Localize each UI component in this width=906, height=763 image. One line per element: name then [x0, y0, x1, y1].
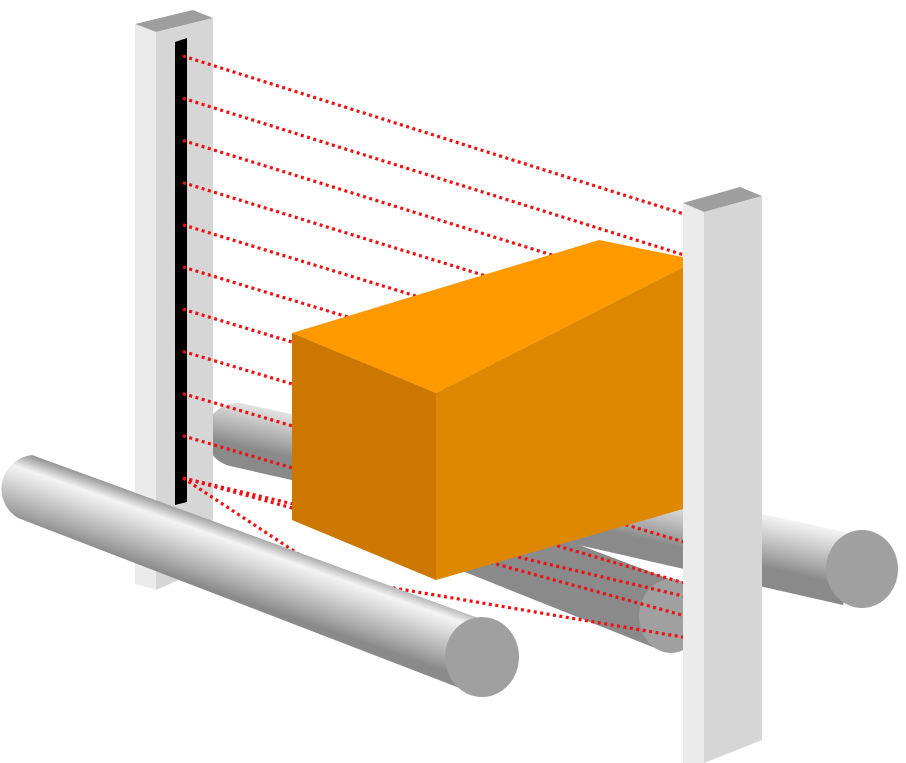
- post-face: [135, 24, 156, 590]
- light-beam: [182, 476, 701, 642]
- light-beam: [182, 54, 685, 216]
- box-top: [292, 240, 697, 393]
- box-front: [292, 333, 436, 580]
- box-side: [436, 260, 697, 580]
- light-curtain-receiver-icon: [683, 187, 762, 763]
- roller-body: [1, 455, 493, 692]
- roller-end-cap: [826, 530, 898, 608]
- light-curtain-emitter-icon: [135, 10, 213, 590]
- post-side: [704, 196, 762, 763]
- post-top: [683, 187, 762, 212]
- post-top: [135, 10, 213, 32]
- light-beam: [182, 476, 701, 602]
- package-box-icon: [292, 240, 697, 580]
- emitter-strip: [175, 38, 187, 505]
- conveyor-roller-front: [1, 455, 519, 697]
- light-beam: [182, 96, 685, 257]
- roller-end-cap: [445, 617, 519, 697]
- post-face: [683, 203, 704, 763]
